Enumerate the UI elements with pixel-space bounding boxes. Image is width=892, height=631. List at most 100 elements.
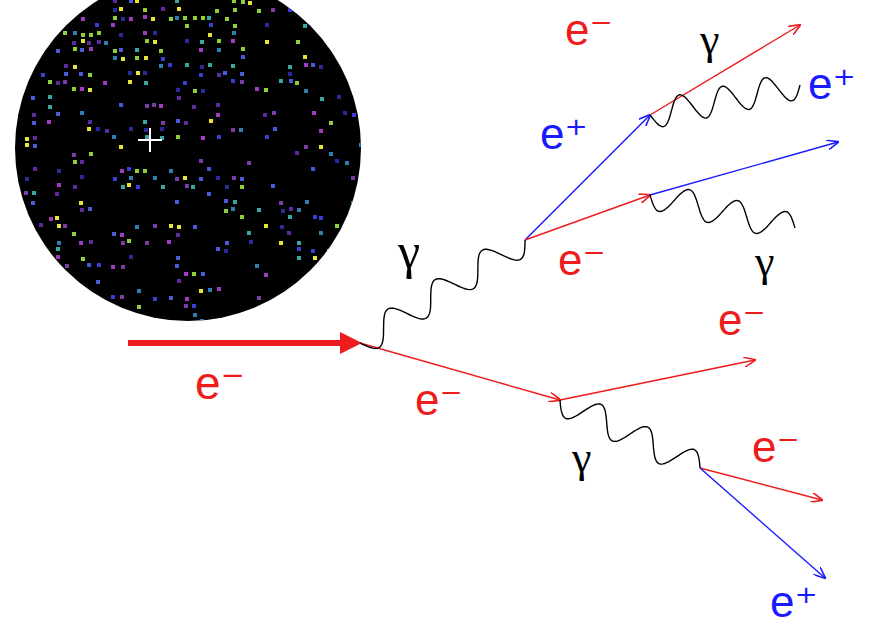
detector-hit xyxy=(56,255,60,259)
detector-hit xyxy=(241,55,245,59)
detector-hit xyxy=(169,296,173,300)
detector-hit xyxy=(288,8,292,12)
detector-hit xyxy=(97,40,101,44)
photon-wave xyxy=(360,240,525,348)
detector-hit xyxy=(208,33,212,37)
detector-hit xyxy=(184,272,188,276)
detector-hit xyxy=(32,191,36,195)
detector-hit xyxy=(225,185,229,189)
detector-hit xyxy=(63,80,67,84)
photon-label: γ xyxy=(572,436,591,480)
detector-hit xyxy=(169,224,173,228)
detector-hit xyxy=(111,23,115,27)
detector-hit xyxy=(63,224,67,228)
detector-hit xyxy=(167,240,171,244)
detector-hit xyxy=(80,208,84,212)
detector-hit xyxy=(25,137,29,141)
detector-hit xyxy=(231,128,235,132)
detector-hit xyxy=(176,135,180,139)
detector-hit xyxy=(112,232,116,236)
detector-hit xyxy=(112,135,116,139)
detector-hit xyxy=(63,31,67,35)
detector-hit xyxy=(175,177,179,181)
detector-hit xyxy=(343,111,347,115)
detector-hit xyxy=(111,295,115,299)
detector-hit xyxy=(185,297,189,301)
detector-hit xyxy=(199,48,203,52)
detector-hit xyxy=(247,161,251,165)
detector-hit xyxy=(312,111,316,115)
detector-hit xyxy=(207,16,211,20)
detector-hit xyxy=(313,256,317,260)
detector-hit xyxy=(89,240,93,244)
detector-hit xyxy=(128,71,132,75)
detector-hit xyxy=(145,39,149,43)
detector-hit xyxy=(297,247,301,251)
detector-hit xyxy=(303,24,307,28)
detector-hit xyxy=(175,264,179,268)
detector-hit xyxy=(265,40,269,44)
detector-hit xyxy=(73,65,77,69)
detector-hit xyxy=(233,200,237,204)
particle-label: e⁻ xyxy=(558,238,606,282)
particle-label: e⁻ xyxy=(565,8,613,52)
detector-hit xyxy=(56,112,60,116)
detector-hit xyxy=(280,225,284,229)
detector-hit xyxy=(209,23,213,27)
detector-hit xyxy=(143,169,147,173)
detector-hit xyxy=(297,256,301,260)
detector-hit xyxy=(305,200,309,204)
detector-hit xyxy=(80,48,84,52)
detector-hit xyxy=(79,201,83,205)
detector-hit xyxy=(239,128,243,132)
detector-hit xyxy=(288,72,292,76)
electron-track xyxy=(650,25,800,115)
detector-hit xyxy=(201,89,205,93)
detector-hit xyxy=(287,231,291,235)
detector-hit xyxy=(216,103,220,107)
detector-hit xyxy=(33,144,37,148)
detector-hit xyxy=(192,304,196,308)
detector-hit xyxy=(193,89,197,93)
detector-hit xyxy=(129,0,133,3)
detector-hit xyxy=(177,279,181,283)
detector-hit xyxy=(303,55,307,59)
detector-hit xyxy=(240,72,244,76)
detector-hit xyxy=(201,16,205,20)
detector-hit xyxy=(129,17,133,21)
detector-hit xyxy=(240,177,244,181)
detector-hit xyxy=(81,39,85,43)
detector-hit xyxy=(200,40,204,44)
detector-hit xyxy=(319,145,323,149)
detector-hit xyxy=(153,176,157,180)
detector-hit xyxy=(184,121,188,125)
detector-hit xyxy=(199,177,203,181)
detector-hit xyxy=(272,111,276,115)
detector-hit xyxy=(297,208,301,212)
detector-hit xyxy=(176,88,180,92)
detector-hit xyxy=(176,119,180,123)
detector-hit xyxy=(241,47,245,51)
detector-hit xyxy=(241,0,245,4)
detector-hit xyxy=(80,87,84,91)
detector-hit xyxy=(352,113,356,117)
detector-hit xyxy=(31,96,35,100)
detector-hit xyxy=(121,265,125,269)
detector-hit xyxy=(311,249,315,253)
detector-hit xyxy=(87,127,91,131)
detector-hit xyxy=(55,192,59,196)
detector-hit xyxy=(200,65,204,69)
crosshair xyxy=(138,128,162,152)
detector-hit xyxy=(129,127,133,131)
detector-hit xyxy=(24,191,28,195)
detector-hit xyxy=(80,175,84,179)
detector-hit xyxy=(129,255,133,259)
detector-display xyxy=(15,0,365,325)
detector-hit xyxy=(33,167,37,171)
detector-hit xyxy=(87,41,91,45)
detector-hit xyxy=(183,176,187,180)
detector-hit xyxy=(48,95,52,99)
detector-hit xyxy=(281,209,285,213)
detector-hit xyxy=(57,183,61,187)
detector-hit xyxy=(176,233,180,237)
